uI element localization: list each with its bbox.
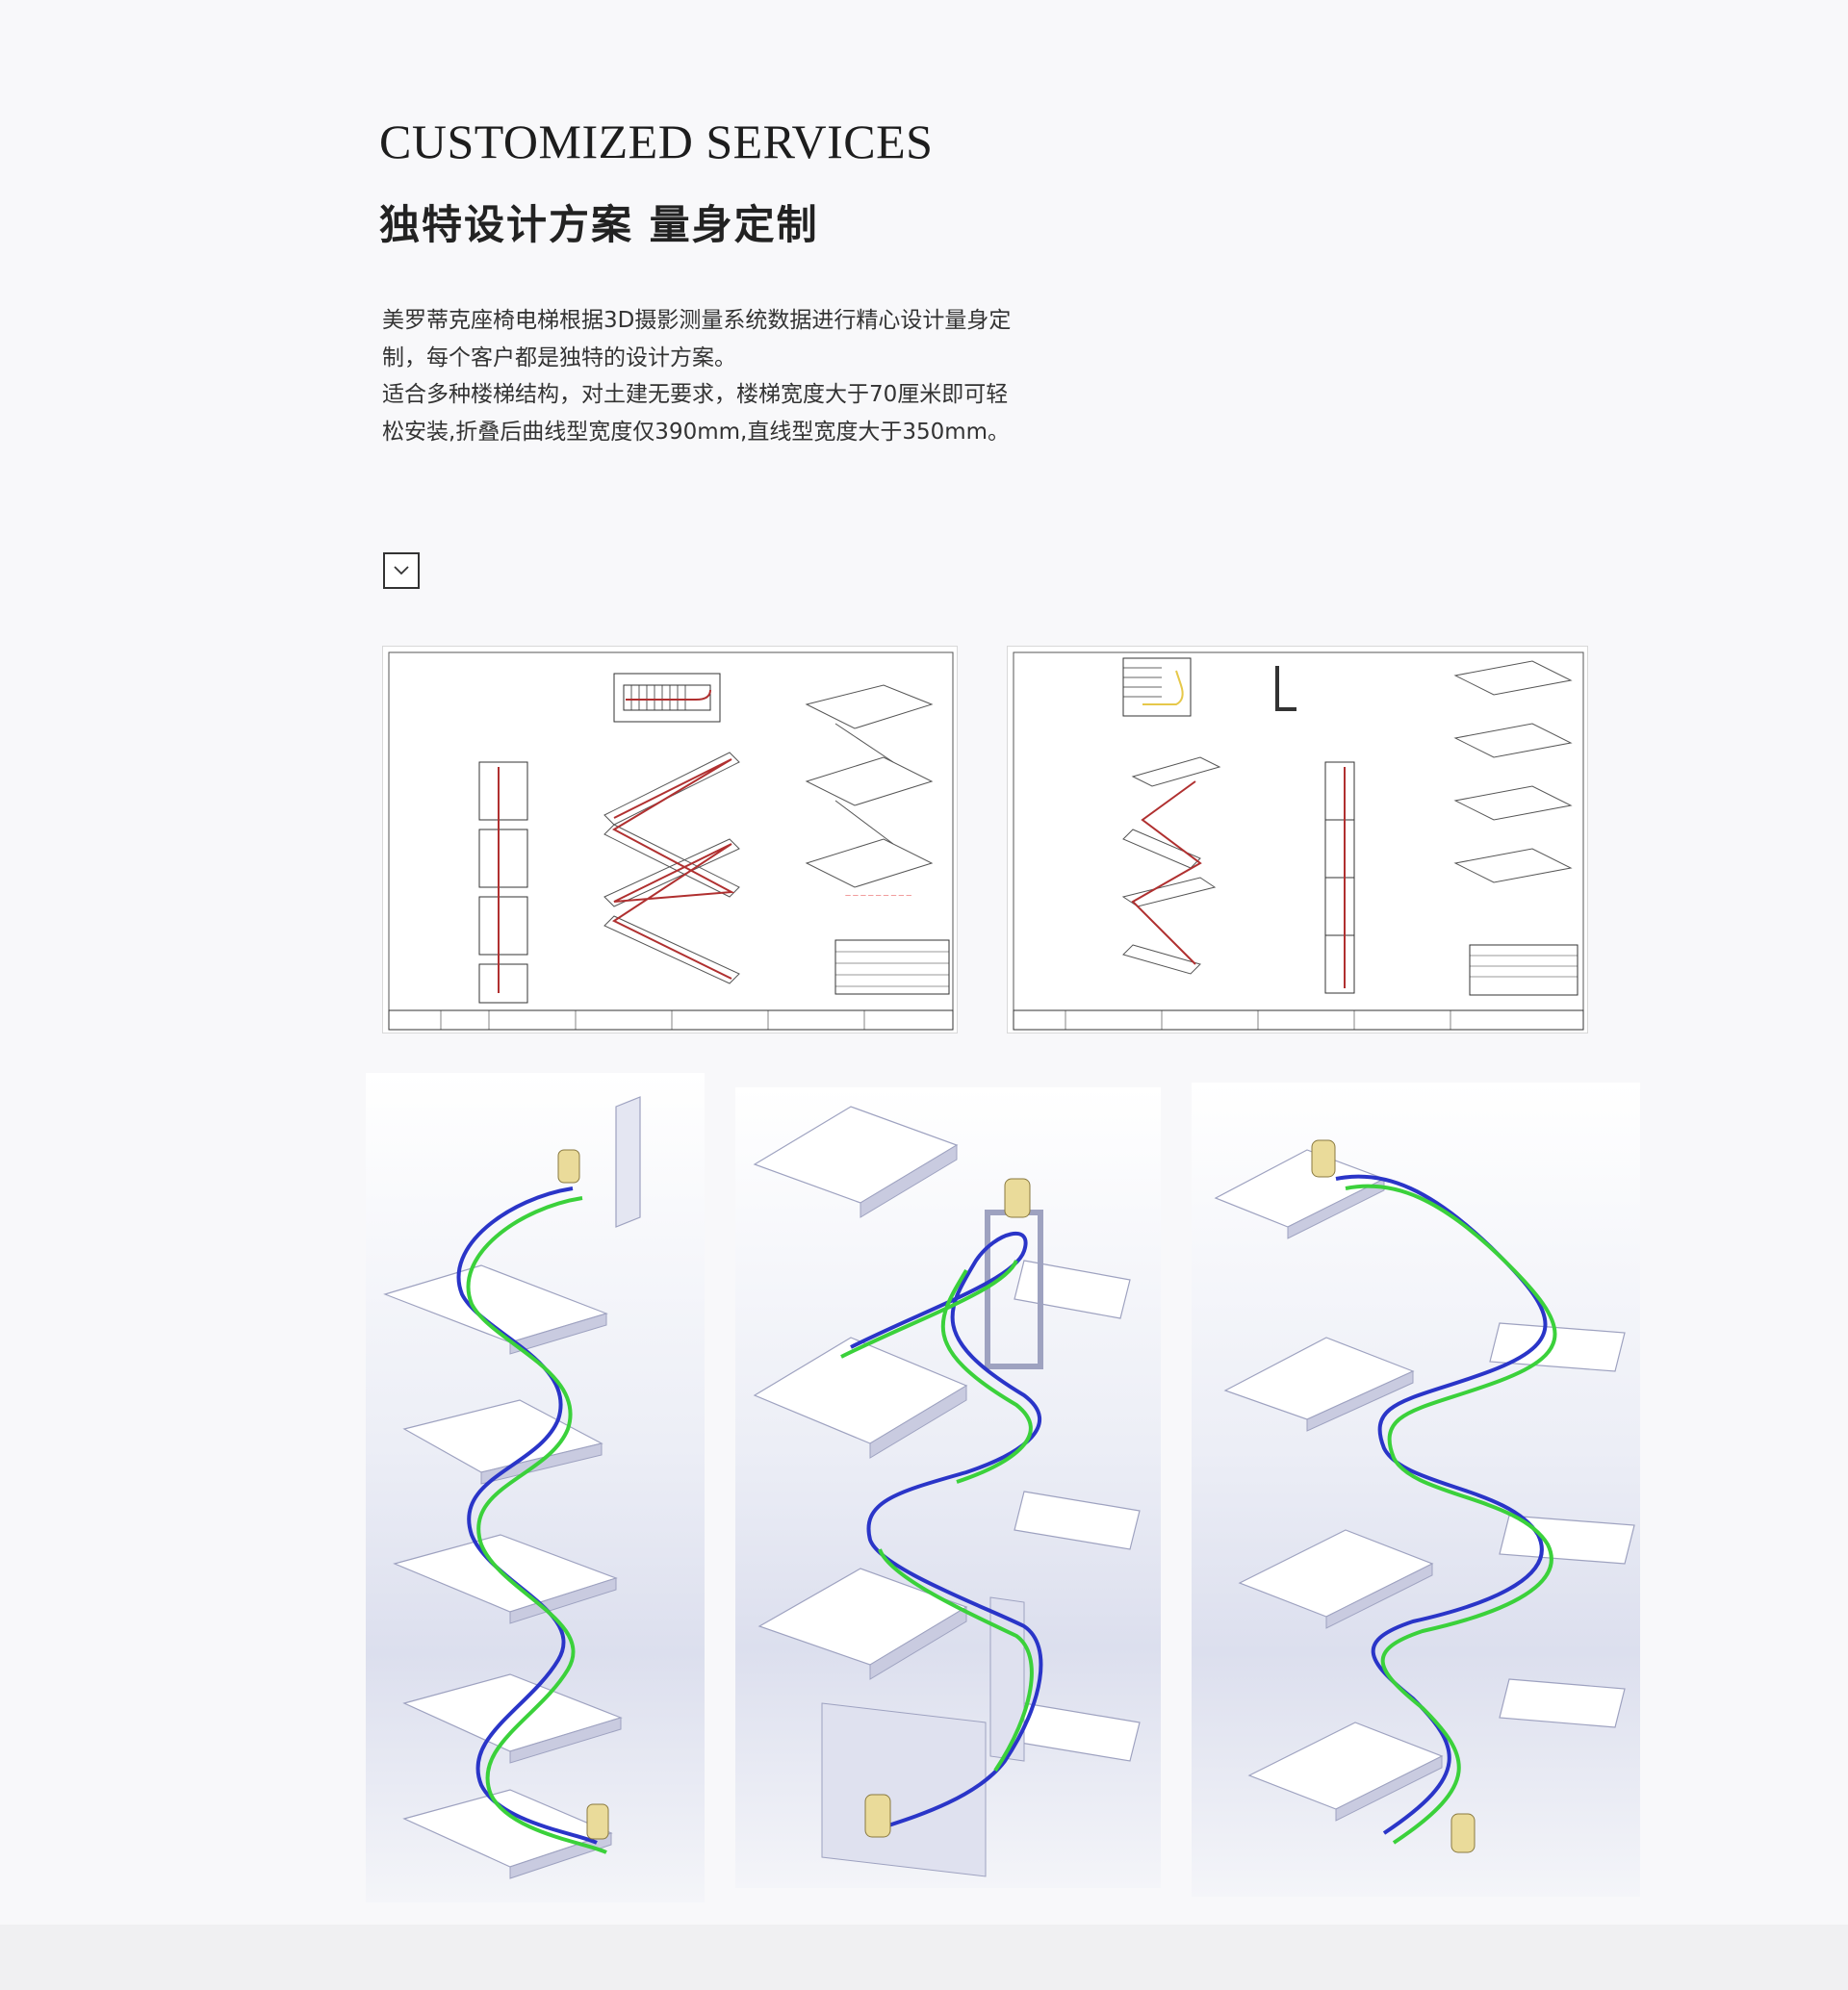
staircase-render-3 [1192, 1083, 1640, 1897]
description-paragraph-1: 美罗蒂克座椅电梯根据3D摄影测量系统数据进行精心设计量身定制，每个客户都是独特的… [382, 308, 1012, 370]
description-block: 美罗蒂克座椅电梯根据3D摄影测量系统数据进行精心设计量身定制，每个客户都是独特的… [382, 302, 1017, 450]
description-paragraph-2: 适合多种楼梯结构，对土建无要求，楼梯宽度大于70厘米即可轻松安装,折叠后曲线型宽… [382, 382, 1011, 445]
staircase-render-2 [735, 1087, 1161, 1888]
page-title-chinese: 独特设计方案 量身定制 [379, 201, 819, 248]
svg-text:— — — — — — — — —: — — — — — — — — — [845, 892, 911, 899]
page-title-english: CUSTOMIZED SERVICES [379, 115, 934, 168]
technical-drawing-1: — — — — — — — — — [382, 646, 958, 1033]
staircase-render-1 [366, 1073, 705, 1902]
chevron-down-icon [394, 566, 409, 575]
technical-drawing-2 [1007, 646, 1588, 1033]
expand-toggle-button[interactable] [383, 552, 420, 589]
footer-band [0, 1925, 1848, 1990]
